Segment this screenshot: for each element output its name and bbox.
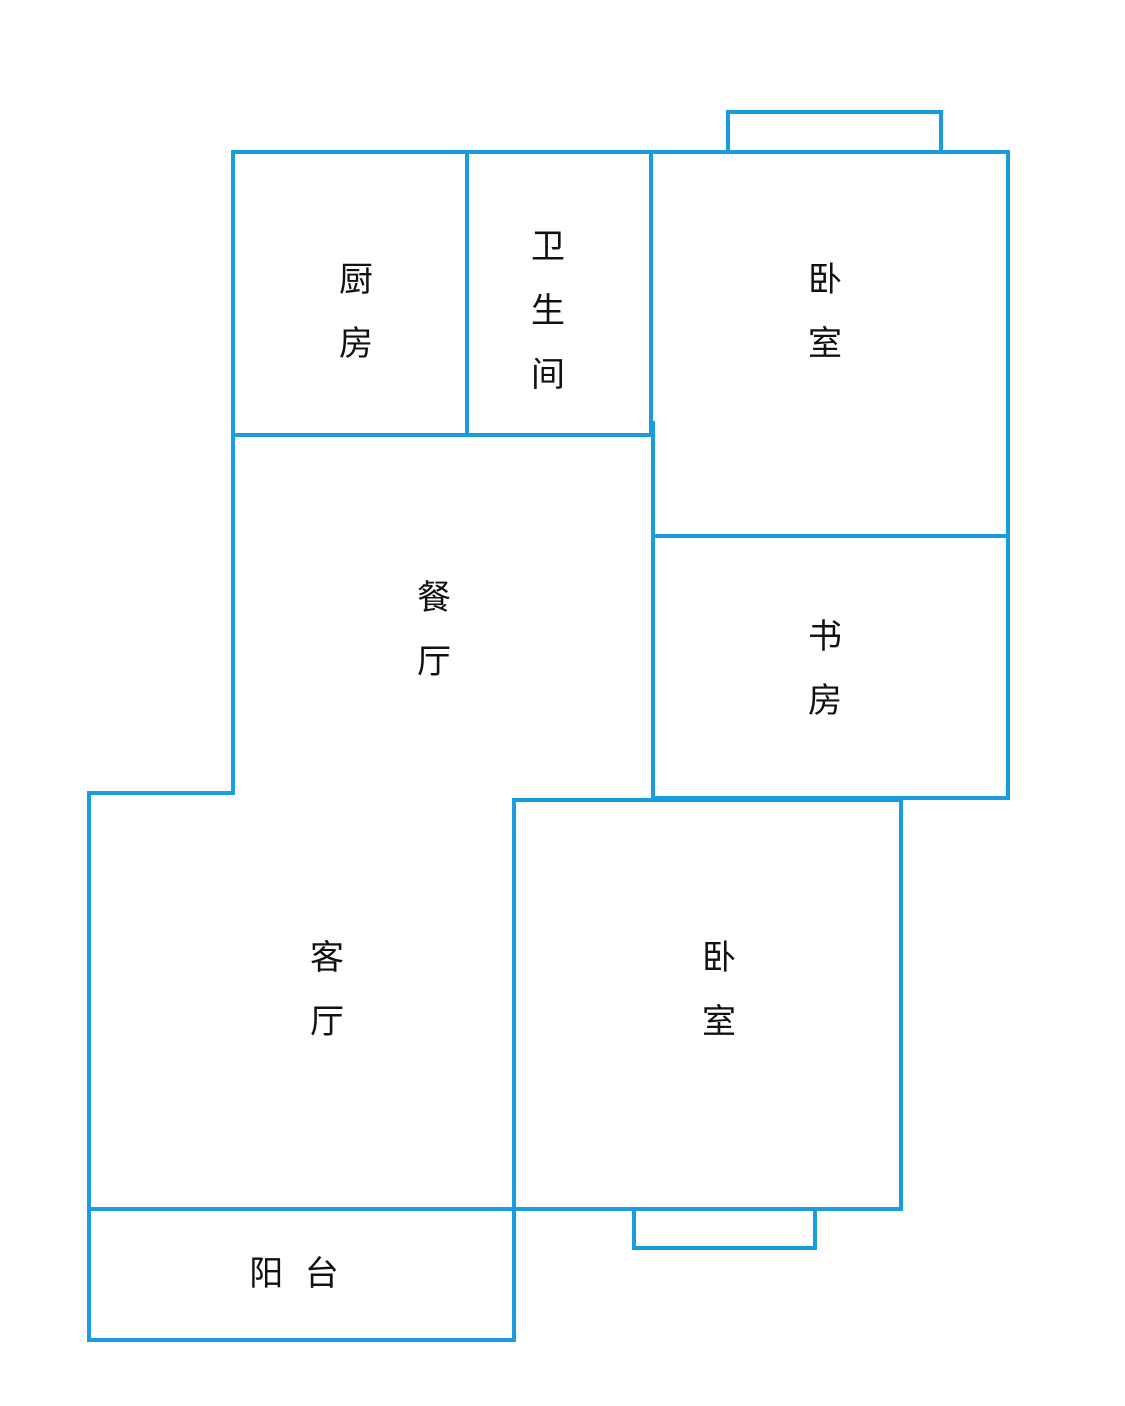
room-label-bathroom: 卫 生 间 xyxy=(531,227,565,395)
room-label-bedroom-second: 卧 室 xyxy=(702,938,736,1042)
room-label-bedroom-master: 卧 室 xyxy=(808,260,842,364)
room-label-study: 书 房 xyxy=(808,617,842,721)
room-label-dining-room: 餐 厅 xyxy=(417,578,451,682)
room-label-balcony: 阳 台 xyxy=(249,1254,339,1294)
room-label-kitchen: 厨 房 xyxy=(339,260,373,364)
room-label-living-room: 客 厅 xyxy=(310,938,344,1042)
